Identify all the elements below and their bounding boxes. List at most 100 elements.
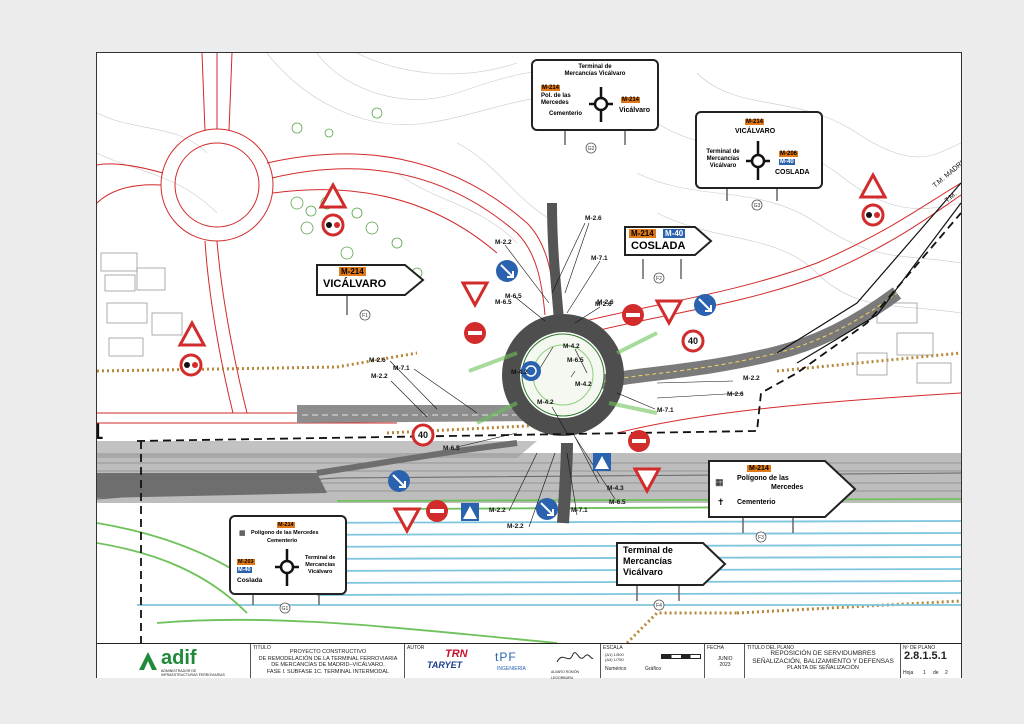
titulo-cell: TITULO PROYECTO CONSTRUCTIVO DE REMODELA… xyxy=(251,644,405,678)
svg-text:40: 40 xyxy=(418,430,428,440)
signature-icon xyxy=(556,652,594,663)
arrow-sign-terminal: Terminal de Mercancías Vicálvaro xyxy=(615,541,727,587)
road-badge: M-206 xyxy=(779,151,799,157)
svg-text:G2: G2 xyxy=(588,146,595,152)
drawing-sheet: T.M. MADRID T.M. 1 G2 G3 F1 F2 F3 F4 G1 xyxy=(96,52,962,680)
leader-lines xyxy=(389,222,744,528)
date-month: JUNIO xyxy=(717,656,733,662)
expropriation-limit xyxy=(136,212,961,643)
marking-label: M-4.3 xyxy=(607,485,624,492)
scale-value: (A1) 1/500 xyxy=(605,652,624,657)
mandatory-direction-icon xyxy=(694,294,716,316)
no-overtaking-icon xyxy=(179,353,203,377)
marking-label: M-4.2 xyxy=(537,399,554,406)
yield-inverted-icon xyxy=(392,507,422,535)
field-label: AUTOR xyxy=(407,645,425,651)
marking-label: M-6.5 xyxy=(567,357,584,364)
sign-destination: Terminal de xyxy=(305,555,336,561)
sign-destination: Cementerio xyxy=(549,111,583,117)
arrow-sign-poligono: M-214 ▦ Polígono de las Mercedes ✝ Cemen… xyxy=(707,459,857,519)
project-title-line: DE MERCANCÍAS DE MADRID–VICÁLVARO. xyxy=(271,662,385,668)
marking-label: M-2.2 xyxy=(507,523,524,530)
marking-label: M-2.2 xyxy=(489,507,506,514)
sign-destination: Cementerio xyxy=(737,499,776,506)
marking-label: M-2.6 xyxy=(597,299,614,306)
give-way-icon xyxy=(177,319,207,347)
road-badge: M-214 xyxy=(745,119,765,125)
section-marker: 1 xyxy=(97,419,103,444)
graphic-scale-bar xyxy=(661,654,701,659)
marking-label: M-6.5 xyxy=(443,445,460,452)
marking-label: M-6.5 xyxy=(609,499,626,506)
tpf-logo: tPF xyxy=(495,650,517,664)
road-badge: M-203 xyxy=(237,559,255,565)
roundabout-diagram-icon xyxy=(589,87,613,122)
cemetery-icon: ✝ xyxy=(717,497,725,507)
svg-text:F2: F2 xyxy=(656,276,662,282)
project-title-line: PROYECTO CONSTRUCTIVO xyxy=(289,649,367,655)
road-badge: M-40 xyxy=(779,159,795,165)
marking-label: M-2.2 xyxy=(371,373,388,380)
sign-destination: Pol. de las xyxy=(541,93,571,99)
mandatory-direction-icon xyxy=(496,260,518,282)
field-label: TITULO DEL PLANO xyxy=(747,645,795,651)
roundabout-mandatory-icon xyxy=(521,361,541,381)
marking-label: M-2.2 xyxy=(495,239,512,246)
give-way-icon xyxy=(858,171,888,199)
road-network xyxy=(97,53,961,434)
sign-destination: Vicálvaro xyxy=(619,107,651,114)
sign-destination: Mercedes xyxy=(541,100,569,106)
sign-destination: Terminal de xyxy=(706,149,740,155)
no-entry-icon xyxy=(622,304,644,326)
sign-destination: COSLADA xyxy=(631,240,686,252)
road-badge: M-214 xyxy=(621,97,641,103)
marking-label: M-6.5 xyxy=(505,293,522,300)
field-label: Gráfico xyxy=(645,666,662,672)
signer-name: ALVARO ROMÓN LEGORBURU xyxy=(551,670,580,680)
sign-destination: VICÁLVARO xyxy=(735,128,776,135)
plan-number: 2.8.1.5.1 xyxy=(904,650,947,662)
adif-logo-cell: adif ADMINISTRADOR DE INFRAESTRUCTURAS F… xyxy=(97,644,251,678)
sign-destination: Mercedes xyxy=(771,484,804,491)
no-entry-icon xyxy=(426,500,448,522)
project-title-line: FASE I. SUBFASE 1C. TERMINAL INTERMODAL xyxy=(266,668,390,675)
sign-destination: Mercancías xyxy=(305,562,336,568)
marking-label: M-2.6 xyxy=(369,357,386,364)
trn-logo: TRN xyxy=(445,648,468,660)
yield-inverted-icon xyxy=(460,281,490,309)
direction-sign-bottom-left: M-214 ▦ Polígono de las Mercedes Cemente… xyxy=(229,515,347,595)
direction-sign-right: M-214 VICÁLVARO Terminal de Mercancías V… xyxy=(695,111,823,189)
plan-title-line: REPOSICIÓN DE SERVIDUMBRES xyxy=(770,650,876,657)
pin-markers: G2 G3 F1 F2 F3 F4 G1 xyxy=(279,142,767,614)
marking-label: M-7.1 xyxy=(591,255,608,262)
marking-label: M-2.6 xyxy=(585,215,602,222)
adif-logo-icon xyxy=(139,652,157,670)
speed-limit-icon: 40 xyxy=(411,423,435,447)
adif-subtitle: INFRAESTRUCTURAS FERROVIARIAS xyxy=(161,673,225,677)
plan-number-cell: Nº DE PLANO 2.8.1.5.1 Hoja 1 de 2 xyxy=(901,644,961,678)
svg-text:G3: G3 xyxy=(754,203,761,209)
marking-label: M-7.1 xyxy=(657,407,674,414)
marking-label: M-4.2 xyxy=(575,381,592,388)
sheet-total: 2 xyxy=(945,670,948,676)
roundabout xyxy=(468,202,658,524)
speed-limit-icon: 40 xyxy=(681,329,705,353)
pedestrian-crossing-icon xyxy=(461,503,479,521)
date-year: 2023 xyxy=(719,662,731,668)
arrow-sign-vicalvaro: M-214 VICÁLVARO xyxy=(315,263,425,297)
svg-text:F4: F4 xyxy=(656,603,662,609)
sign-destination: Polígono de las Mercedes xyxy=(251,530,319,536)
marking-label: M-2.6 xyxy=(595,301,612,308)
fecha-cell: FECHA JUNIO 2023 xyxy=(705,644,745,678)
arrow-sign-coslada: M-214 M-40 COSLADA xyxy=(623,225,713,257)
road-badge: M-40 xyxy=(237,567,252,573)
autor-cell: AUTOR TRN TARYET tPF INGENIERÍA ALVARO R… xyxy=(405,644,601,680)
sign-destination: Terminal de xyxy=(623,545,673,555)
direction-sign-top: Terminal de Mercancías Vicálvaro M-214 P… xyxy=(531,59,659,131)
sign-header-2: Mercancías Vicálvaro xyxy=(564,71,626,77)
field-label: FECHA xyxy=(707,645,724,651)
title-block: adif ADMINISTRADOR DE INFRAESTRUCTURAS F… xyxy=(97,643,961,680)
mandatory-direction-icon xyxy=(536,498,558,520)
marking-label: M-7.1 xyxy=(571,507,588,514)
factory-icon: ▦ xyxy=(239,530,246,537)
